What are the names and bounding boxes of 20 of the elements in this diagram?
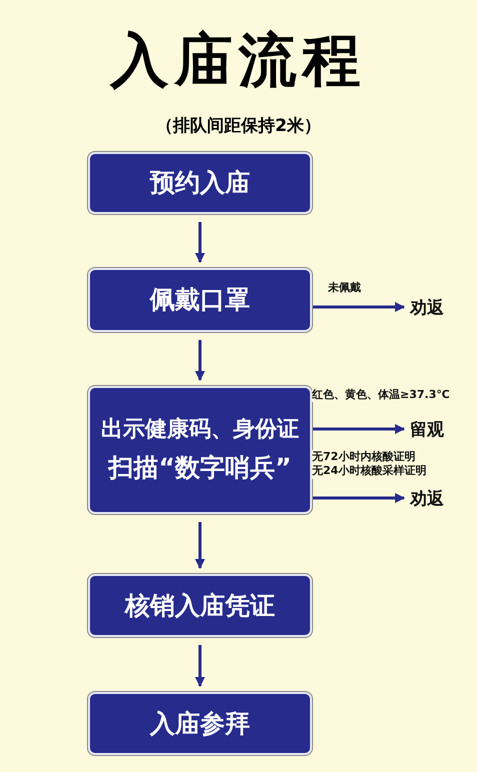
process-box: 核销入庙凭证 xyxy=(88,574,312,637)
process-box: 预约入庙 xyxy=(88,152,312,214)
process-box: 入庙参拜 xyxy=(88,692,312,755)
arrow xyxy=(312,424,405,434)
process-box: 佩戴口罩 xyxy=(88,268,312,332)
outcome-text: 劝返 xyxy=(410,296,444,319)
arrow xyxy=(312,493,405,503)
subtitle-note: （排队间距保持2米） xyxy=(155,115,322,137)
title: 入庙流程 xyxy=(108,25,368,96)
edge-label: 红色、黄色、体温≥37.3℃ xyxy=(312,388,450,402)
edge-label: 无72小时内核酸证明无24小时核酸采样证明 xyxy=(312,450,426,479)
outcome-text: 留观 xyxy=(410,418,444,441)
arrow xyxy=(195,340,205,381)
arrow xyxy=(195,522,205,569)
arrow xyxy=(195,222,205,263)
arrow xyxy=(195,645,205,687)
edge-label: 未佩戴 xyxy=(328,281,361,296)
process-box: 出示健康码、身份证 扫描“数字哨兵” xyxy=(88,386,312,514)
arrow xyxy=(312,302,405,312)
outcome-text: 劝返 xyxy=(410,487,444,510)
